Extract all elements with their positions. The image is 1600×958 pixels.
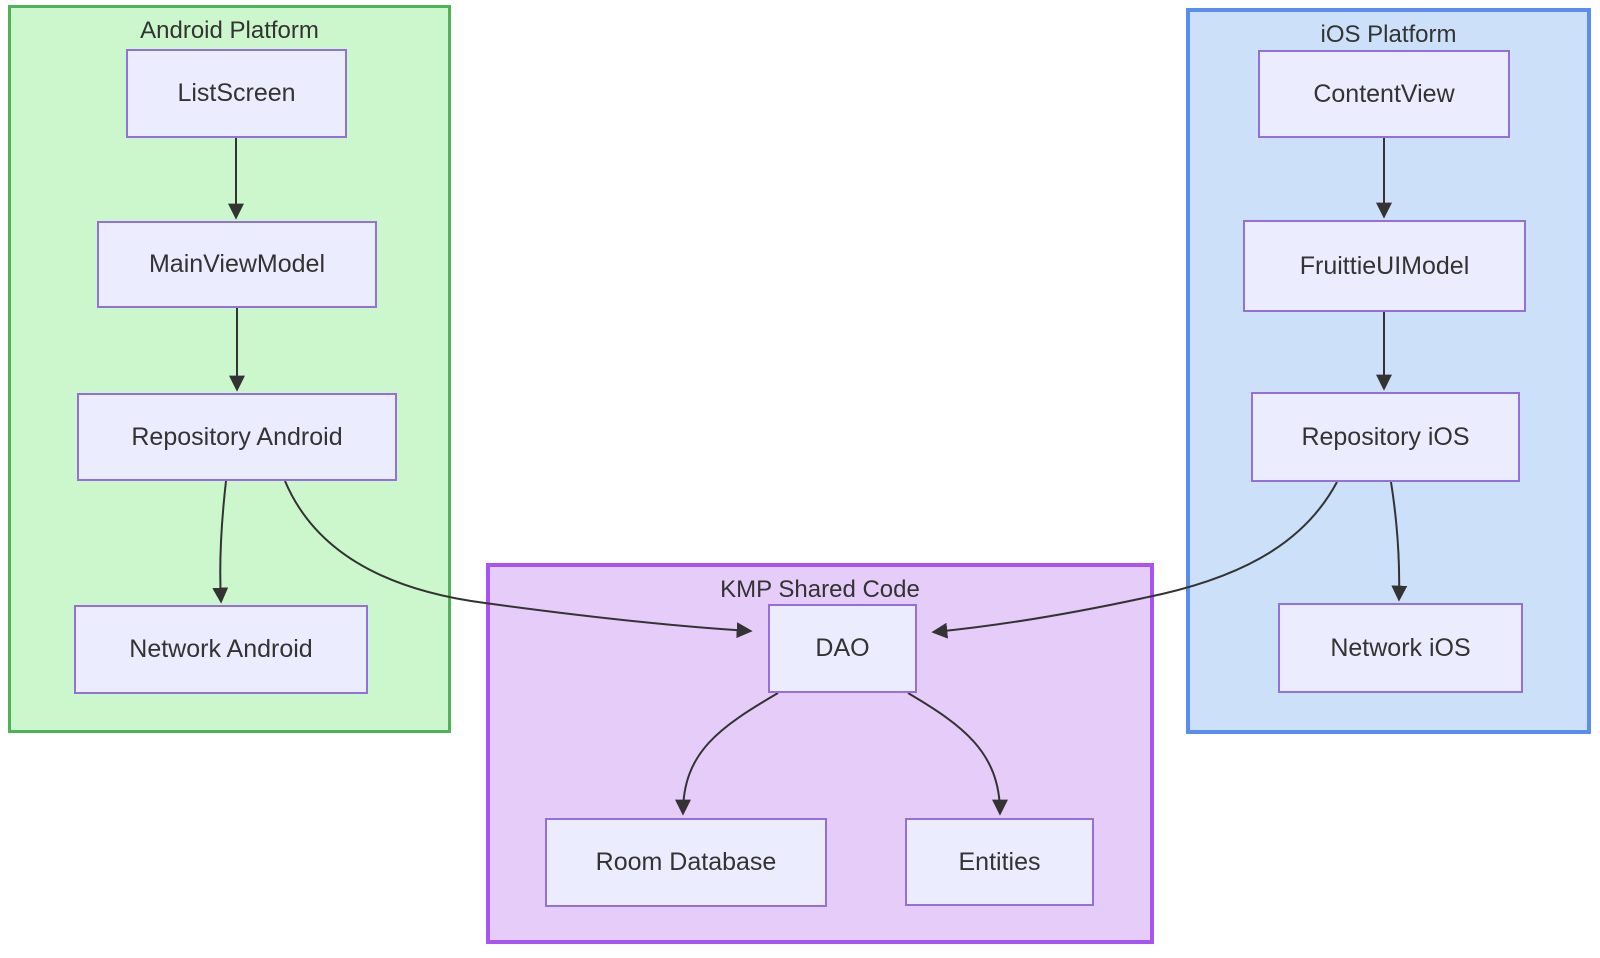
- node-repository-android-label: Repository Android: [131, 422, 343, 451]
- node-listscreen-label: ListScreen: [177, 79, 296, 107]
- node-listscreen: ListScreen: [126, 49, 347, 138]
- node-repository-ios-label: Repository iOS: [1301, 422, 1470, 451]
- node-contentview-label: ContentView: [1313, 79, 1455, 108]
- node-network-android-label: Network Android: [129, 635, 313, 663]
- node-room-database-label: Room Database: [595, 848, 777, 876]
- node-fruittieuimodel: FruittieUIModel: [1243, 220, 1526, 312]
- kmp-shared-code-title: KMP Shared Code: [720, 576, 920, 603]
- node-entities: Entities: [905, 818, 1094, 906]
- node-mainviewmodel: MainViewModel: [97, 221, 377, 308]
- node-contentview: ContentView: [1258, 50, 1510, 138]
- node-room-database: Room Database: [545, 818, 827, 907]
- node-repository-android: Repository Android: [77, 393, 397, 481]
- node-network-android: Network Android: [74, 605, 368, 694]
- node-network-ios-label: Network iOS: [1330, 633, 1471, 662]
- ios-platform-title: iOS Platform: [1320, 21, 1457, 48]
- node-repository-ios: Repository iOS: [1251, 392, 1520, 482]
- node-dao-label: DAO: [815, 634, 870, 662]
- node-network-ios: Network iOS: [1278, 603, 1523, 693]
- node-entities-label: Entities: [958, 847, 1041, 876]
- node-mainviewmodel-label: MainViewModel: [148, 250, 325, 278]
- android-platform-title: Android Platform: [140, 17, 319, 44]
- node-dao: DAO: [768, 604, 917, 693]
- node-fruittieuimodel-label: FruittieUIModel: [1299, 251, 1470, 280]
